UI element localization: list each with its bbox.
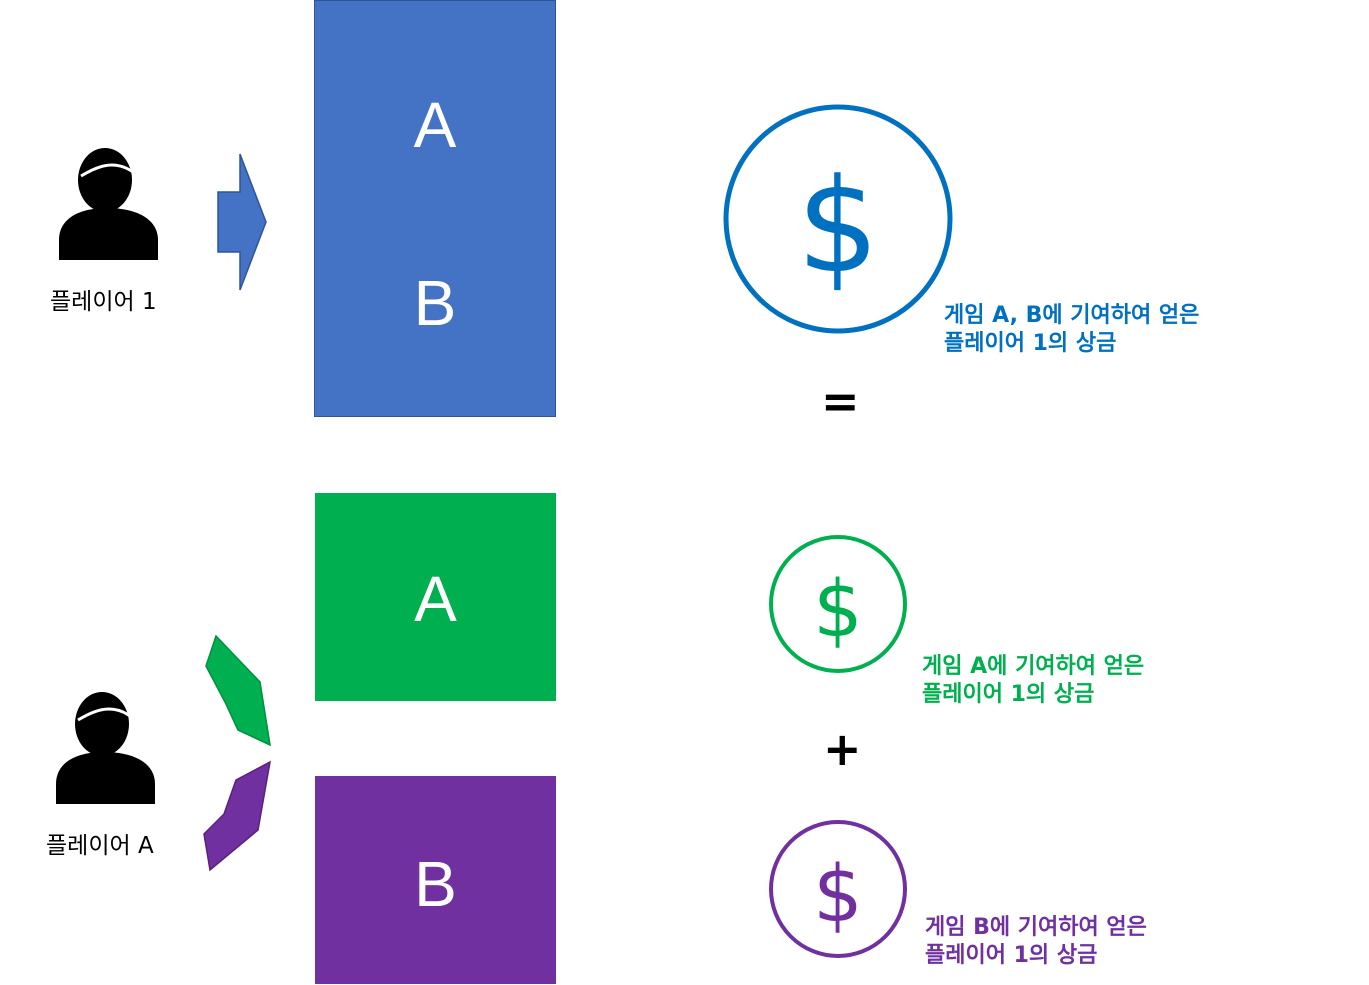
game-a-box: A xyxy=(315,493,556,701)
player-label-top: 플레이어 1 xyxy=(50,289,157,315)
dollar-coin-icon: $ xyxy=(769,535,907,673)
person-icon xyxy=(59,148,158,260)
caption-line-1: 게임 B에 기여하여 얻은 xyxy=(925,915,1147,940)
caption-line-2: 플레이어 1의 상금 xyxy=(922,682,1095,707)
game-b-box: B xyxy=(315,776,556,984)
box-letter-a: A xyxy=(413,89,457,161)
player-label-bottom: 플레이어 A xyxy=(46,833,154,859)
combined-game-box: A B xyxy=(314,0,556,417)
dollar-symbol: $ xyxy=(813,850,863,940)
box-letter-a: A xyxy=(414,563,457,635)
box-letter-b: B xyxy=(413,267,457,339)
caption-line-2: 플레이어 1의 상금 xyxy=(925,943,1098,968)
plus-sign: + xyxy=(823,722,862,776)
caption-line-2: 플레이어 1의 상금 xyxy=(944,331,1117,356)
caption-line-1: 게임 A에 기여하여 얻은 xyxy=(922,654,1145,679)
dollar-symbol: $ xyxy=(797,150,880,302)
combined-reward-caption: 게임 A, B에 기여하여 얻은 플레이어 1의 상금 xyxy=(944,302,1199,358)
arrow-right-icon xyxy=(217,153,267,291)
equals-sign: = xyxy=(821,374,860,428)
game-b-reward-caption: 게임 B에 기여하여 얻은 플레이어 1의 상금 xyxy=(925,914,1147,970)
caption-line-1: 게임 A, B에 기여하여 얻은 xyxy=(944,303,1200,328)
person-icon xyxy=(56,692,155,804)
box-letter-b: B xyxy=(414,848,457,920)
arrow-green-icon xyxy=(205,634,271,747)
dollar-symbol: $ xyxy=(813,565,863,655)
dollar-coin-icon: $ xyxy=(723,104,953,334)
arrow-purple-icon xyxy=(203,760,272,872)
game-a-reward-caption: 게임 A에 기여하여 얻은 플레이어 1의 상금 xyxy=(922,653,1144,709)
dollar-coin-icon: $ xyxy=(769,820,907,958)
